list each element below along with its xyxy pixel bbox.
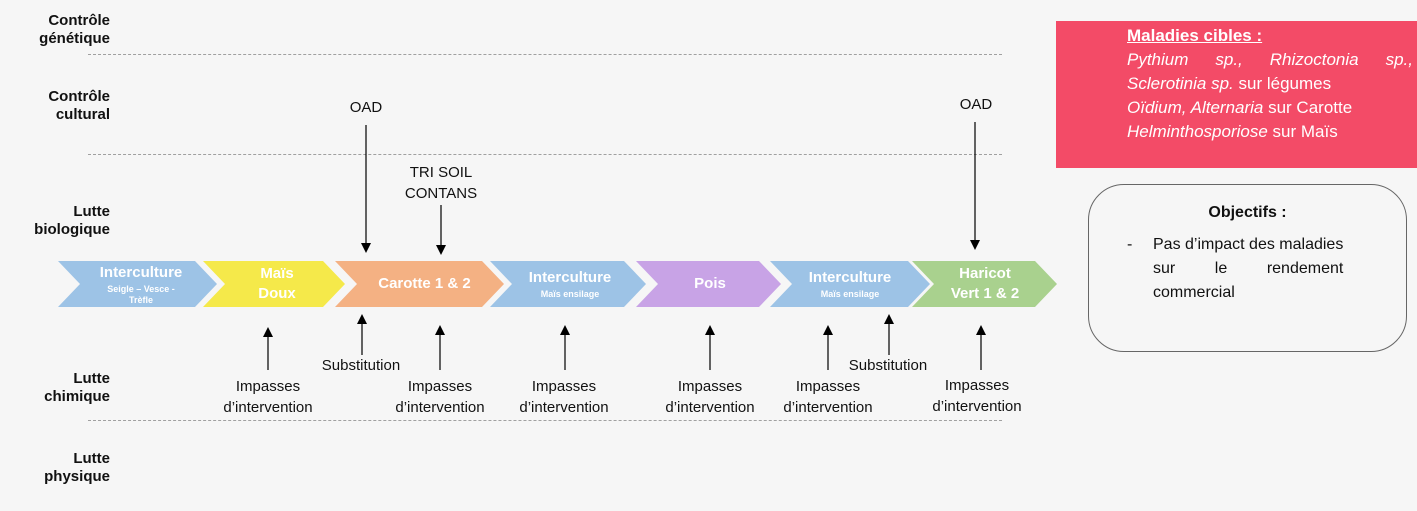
maladies-text: sur Carotte [1263, 98, 1353, 117]
label-text: Impasses [235, 378, 301, 395]
divider-line [88, 420, 1002, 421]
objectifs-item-text: Pas d’impact des maladies sur le rendeme… [1153, 233, 1343, 305]
objectifs-title: Objectifs : [1208, 204, 1287, 221]
maladies-line: Oïdium, Alternaria sur Carotte [1127, 96, 1413, 120]
row-label-line: Lutte [73, 370, 110, 387]
maladies-text: sur légumes [1233, 74, 1332, 93]
chevron-interculture-1 [58, 261, 217, 307]
row-label-lutte-biologique: Lutte biologique [0, 203, 110, 239]
label-impasses-4: Impasses d’intervention [652, 376, 768, 418]
maladies-text: Pythium sp., [1127, 50, 1243, 69]
row-label-controle-cultural: Contrôle cultural [0, 88, 110, 124]
row-label-line: biologique [34, 221, 110, 238]
label-text: OAD [349, 99, 383, 116]
row-label-line: génétique [39, 30, 110, 47]
maladies-cibles-box: Maladies cibles : Pythium sp., Rhizocton… [1056, 21, 1417, 168]
chevron-pois [636, 261, 781, 307]
row-label-lutte-chimique: Lutte chimique [0, 370, 110, 406]
row-label-line: Contrôle [48, 88, 110, 105]
row-label-line: physique [44, 468, 110, 485]
label-text: d’intervention [519, 399, 609, 416]
label-text: d’intervention [665, 399, 755, 416]
label-text: CONTANS [404, 185, 478, 202]
label-impasses-2: Impasses d’intervention [382, 376, 498, 418]
row-label-lutte-physique: Lutte physique [0, 450, 110, 486]
chevron-haricot [912, 261, 1057, 307]
divider-line [88, 54, 1002, 55]
row-label-line: Lutte [73, 450, 110, 467]
maladies-text: sp., [1385, 50, 1413, 69]
maladies-text: Rhizoctonia [1269, 50, 1359, 69]
label-text: d’intervention [223, 399, 313, 416]
label-substitution-1: Substitution [307, 355, 415, 376]
row-label-controle-genetique: Contrôle génétique [0, 12, 110, 48]
maladies-text: sur Maïs [1267, 122, 1338, 141]
label-text: Substitution [321, 357, 401, 374]
label-text: d’intervention [783, 399, 873, 416]
row-label-line: Contrôle [48, 12, 110, 29]
row-label-line: chimique [44, 388, 110, 405]
maladies-line: Sclerotinia sp. sur légumes [1127, 72, 1413, 96]
label-tri-soil-contans: TRI SOIL CONTANS [391, 162, 491, 204]
chevron-interculture-2 [490, 261, 646, 307]
label-text: Impasses [677, 378, 743, 395]
label-text: Substitution [848, 357, 928, 374]
maladies-text: Sclerotinia sp. [1127, 74, 1234, 93]
label-text: TRI SOIL [409, 164, 473, 181]
chevron-interculture-3 [770, 261, 930, 307]
bullet-dash: - [1127, 236, 1133, 253]
label-text: d’intervention [395, 399, 485, 416]
row-label-line: Lutte [73, 203, 110, 220]
label-oad-right: OAD [946, 94, 1006, 115]
maladies-text: Oïdium, Alternaria [1127, 98, 1264, 117]
label-text: Impasses [531, 378, 597, 395]
objectifs-line: sur le rendement [1153, 260, 1344, 277]
maladies-line: Pythium sp., Rhizoctonia sp., [1127, 48, 1413, 72]
label-oad-left: OAD [336, 97, 396, 118]
label-text: Impasses [944, 377, 1010, 394]
label-text: Impasses [795, 378, 861, 395]
label-text: Impasses [407, 378, 473, 395]
label-impasses-6: Impasses d’intervention [919, 375, 1035, 417]
label-text: d’intervention [932, 398, 1022, 415]
objectifs-line: Pas d’impact des maladies [1153, 236, 1344, 253]
label-substitution-2: Substitution [834, 355, 942, 376]
chevron-mais-doux [203, 261, 345, 307]
maladies-text: Helminthosporiose [1127, 122, 1268, 141]
label-text: OAD [959, 96, 993, 113]
label-impasses-1: Impasses d’intervention [210, 376, 326, 418]
chevron-carotte [335, 261, 504, 307]
objectifs-item: - Pas d’impact des maladies sur le rende… [1127, 233, 1368, 305]
objectifs-box: Objectifs : - Pas d’impact des maladies … [1088, 184, 1407, 352]
objectifs-line: commercial [1153, 284, 1235, 301]
maladies-title: Maladies cibles : [1127, 26, 1263, 45]
label-impasses-3: Impasses d’intervention [506, 376, 622, 418]
divider-line [88, 154, 1002, 155]
label-impasses-5: Impasses d’intervention [770, 376, 886, 418]
maladies-line: Helminthosporiose sur Maïs [1127, 120, 1413, 144]
row-label-line: cultural [55, 106, 110, 123]
